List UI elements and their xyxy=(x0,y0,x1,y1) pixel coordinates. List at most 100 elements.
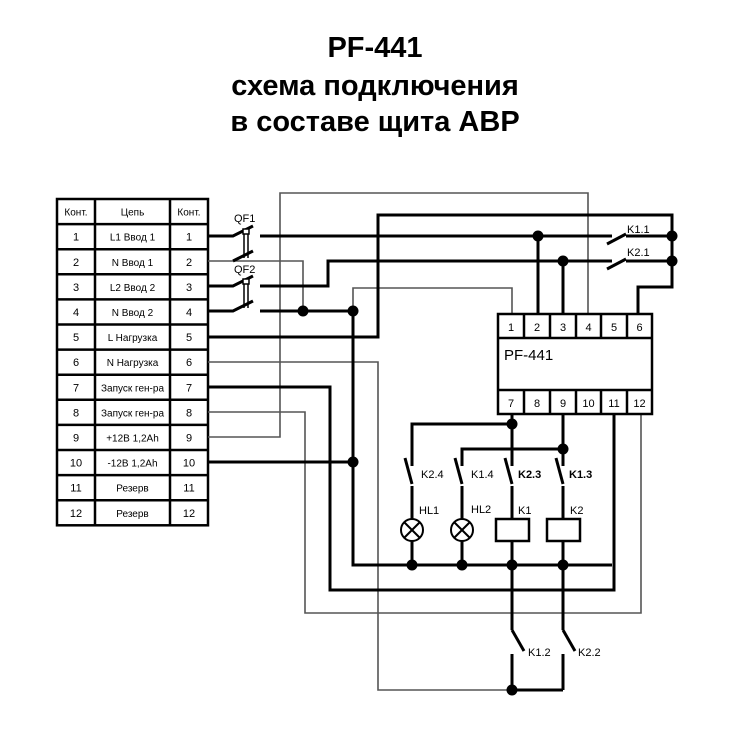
device-terminal-bottom: 9 xyxy=(560,398,566,410)
device-terminal-top: 4 xyxy=(585,322,591,334)
wire-n-input1 xyxy=(208,260,304,311)
title-model: PF-441 xyxy=(327,32,423,64)
wire-gen-start-8 xyxy=(208,411,642,614)
table-cell: Запуск ген-ра xyxy=(101,408,164,419)
label-k21: K2.1 xyxy=(627,247,650,259)
table-row: 2 N Ввод 1 2 xyxy=(73,257,192,269)
table-cell: L2 Ввод 2 xyxy=(110,283,156,294)
wire-gen-start-7 xyxy=(208,385,616,592)
table-cell: Резерв xyxy=(116,484,148,495)
table-row: 4 N Ввод 2 4 xyxy=(73,307,192,319)
table-cell: 8 xyxy=(186,407,192,419)
label-k24: K2.4 xyxy=(421,469,444,481)
qf1-pole2 xyxy=(232,249,254,263)
device-terminal-top: 6 xyxy=(636,322,642,334)
lamp-hl2 xyxy=(450,518,474,542)
label-k23: K2.3 xyxy=(518,469,541,481)
device-terminal-bottom: 8 xyxy=(534,398,540,410)
thin-wires xyxy=(208,192,642,691)
junction-dot xyxy=(347,305,359,317)
coil-k2 xyxy=(545,517,582,543)
table-cell: N Нагрузка xyxy=(107,358,159,369)
table-cell: 7 xyxy=(186,382,192,394)
qf1-breaker xyxy=(242,228,250,258)
junction-dot xyxy=(666,230,678,242)
thick-wires xyxy=(208,213,674,692)
label-hl1: HL1 xyxy=(419,505,439,517)
qf2-breaker xyxy=(242,278,250,308)
junction-dot xyxy=(666,255,678,267)
title-subtitle: схема подключения xyxy=(231,70,519,102)
device-name: PF-441 xyxy=(504,347,553,364)
label-k1: K1 xyxy=(518,505,531,517)
label-k12: K1.2 xyxy=(528,647,551,659)
label-hl2: HL2 xyxy=(471,504,491,516)
junction-dot xyxy=(557,443,569,455)
table-cell: N Ввод 1 xyxy=(112,258,154,269)
junction-dot xyxy=(347,456,359,468)
label-k11: K1.1 xyxy=(627,224,650,236)
junction-dot xyxy=(297,305,309,317)
device-terminal-bottom: 12 xyxy=(633,398,645,410)
table-cell: N Ввод 2 xyxy=(112,308,154,319)
table-row: 6 N Нагрузка 6 xyxy=(73,357,192,369)
table-row: 8 Запуск ген-ра 8 xyxy=(73,407,192,419)
table-cell: +12В 1,2Ah xyxy=(106,433,159,444)
table-cell: 9 xyxy=(186,432,192,444)
table-cell: 12 xyxy=(183,508,195,520)
switch-k14 xyxy=(453,457,464,485)
table-cell: Конт. xyxy=(64,208,87,219)
qf2-label: QF2 xyxy=(234,264,255,276)
wire-common-n xyxy=(351,462,612,567)
switch-k13 xyxy=(554,457,565,485)
table-cell: L Нагрузка xyxy=(108,333,158,344)
wire-l2-bus xyxy=(260,259,612,288)
table-cell: 6 xyxy=(73,357,79,369)
table-cell: Цепь xyxy=(121,208,145,219)
table-cell: Конт. xyxy=(177,208,200,219)
table-cell: 5 xyxy=(73,332,79,344)
junction-dot xyxy=(506,559,518,571)
table-cell: -12В 1,2Ah xyxy=(107,459,157,470)
wire-l-load xyxy=(208,213,674,339)
table-cell: 8 xyxy=(73,407,79,419)
wire-12v-plus xyxy=(208,192,589,438)
device-terminal-top: 2 xyxy=(534,322,540,334)
table-cell: 10 xyxy=(183,458,195,470)
junctions xyxy=(297,230,678,696)
junction-dot xyxy=(456,559,468,571)
switch-k23 xyxy=(503,457,514,485)
table-cell: 5 xyxy=(186,332,192,344)
junction-dot xyxy=(506,684,518,696)
junction-dot xyxy=(557,255,569,267)
table-cell: 11 xyxy=(183,483,194,495)
label-k13: K1.3 xyxy=(569,469,592,481)
table-cell: 10 xyxy=(70,458,82,470)
title-subtitle-2: в составе щита АВР xyxy=(230,106,520,138)
device-terminal-bottom: 10 xyxy=(582,398,594,410)
device-terminal-bottom: 11 xyxy=(608,398,619,410)
coil-k1 xyxy=(494,517,531,543)
table-header: Конт. Цепь Конт. xyxy=(64,208,200,219)
table-cell: Запуск ген-ра xyxy=(101,383,164,394)
wire-pf-terminal1 xyxy=(352,287,513,316)
table-cell: 4 xyxy=(73,307,79,319)
table-cell: 2 xyxy=(73,257,79,269)
table-cell: 2 xyxy=(186,257,192,269)
wire-n2-in xyxy=(208,299,254,313)
table-cell: 6 xyxy=(186,357,192,369)
contact-k21 xyxy=(606,257,627,271)
device-terminal-top: 5 xyxy=(611,322,617,334)
table-cell: 4 xyxy=(186,307,192,319)
label-k2: K2 xyxy=(570,505,583,517)
table-cell: L1 Ввод 1 xyxy=(110,233,156,244)
table-row: 5 L Нагрузка 5 xyxy=(73,332,192,344)
table-row: 10 -12В 1,2Ah 10 xyxy=(70,458,195,470)
